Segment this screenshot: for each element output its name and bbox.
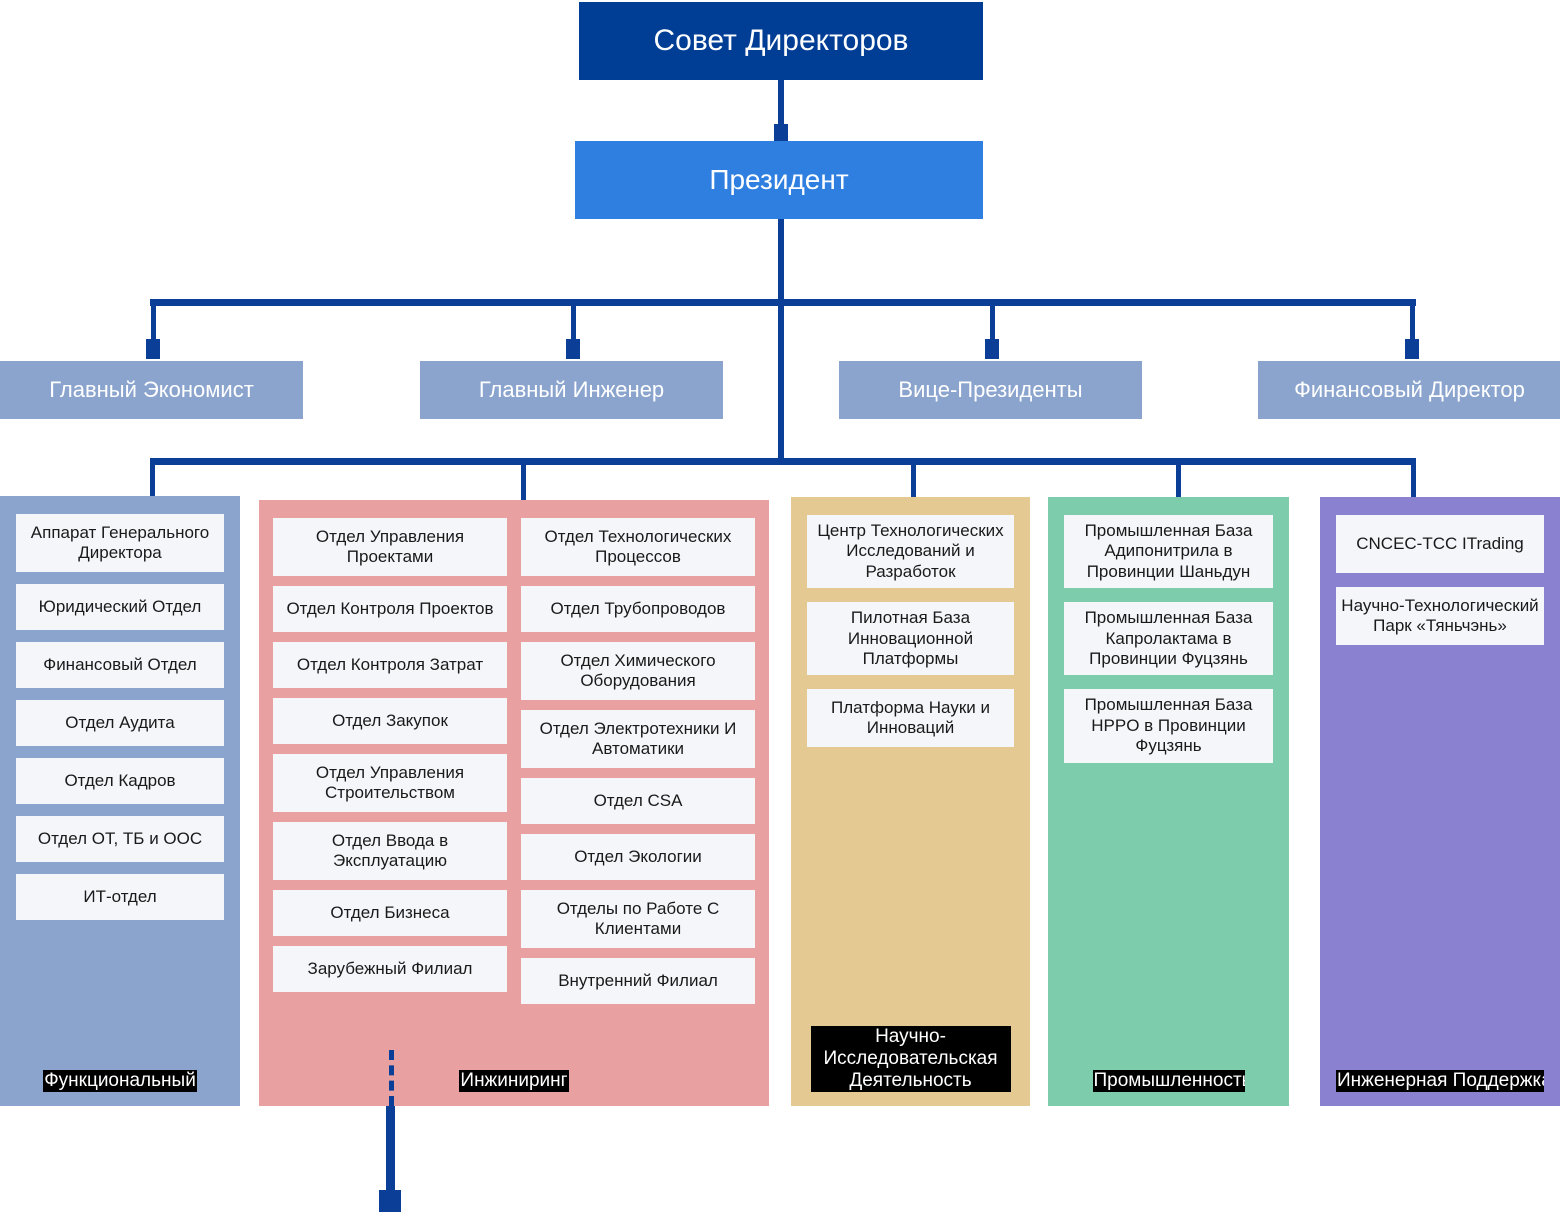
leaf-item[interactable]: Отдел Управления Проектами <box>273 518 507 576</box>
group-research-footer: Научно-Исследовательская Деятельность <box>791 1026 1030 1106</box>
group-label-functional: Функциональный <box>43 1070 197 1092</box>
leaf-item[interactable]: Промышленная База Адипонитрила в Провинц… <box>1064 515 1273 589</box>
leaf-item[interactable]: Отдел Бизнеса <box>273 890 507 936</box>
connector-bus-level2 <box>150 299 1416 306</box>
connector-drop-chief-economist <box>151 304 156 354</box>
group-research: Центр Технологических Исследований и Раз… <box>791 497 1030 1106</box>
connector-nub-vice-presidents <box>985 339 999 359</box>
connector-arrow-engineering-branch <box>379 1190 401 1212</box>
leaf-item[interactable]: Аппарат Генерального Директора <box>16 514 224 572</box>
leaf-item[interactable]: Промышленная База HPPO в Провинции Фуцзя… <box>1064 689 1273 763</box>
node-financial-director[interactable]: Финансовый Директор <box>1258 361 1560 419</box>
group-functional: Аппарат Генерального Директора Юридическ… <box>0 496 240 1106</box>
connector-drop-vice-presidents <box>990 304 995 354</box>
leaf-item[interactable]: Отдел ОТ, ТБ и ООС <box>16 816 224 862</box>
connector-nub-president <box>774 124 788 142</box>
connector-board-to-president <box>778 80 784 132</box>
leaf-item[interactable]: Пилотная База Инновационной Платформы <box>807 602 1014 676</box>
leaf-item[interactable]: Финансовый Отдел <box>16 642 224 688</box>
node-president[interactable]: Президент <box>575 141 983 219</box>
connector-drop-group-research <box>911 463 916 499</box>
group-support: CNCEC-TCC ITrading Научно-Технологически… <box>1320 497 1560 1106</box>
group-industry: Промышленная База Адипонитрила в Провинц… <box>1048 497 1289 1106</box>
leaf-item[interactable]: Отдел Электротехники И Автоматики <box>521 710 755 768</box>
leaf-item[interactable]: Отдел CSA <box>521 778 755 824</box>
leaf-item[interactable]: Отдел Технологических Процессов <box>521 518 755 576</box>
leaf-item[interactable]: Отдел Контроля Проектов <box>273 586 507 632</box>
group-engineering-column-1: Отдел Управления Проектами Отдел Контрол… <box>273 518 507 1004</box>
group-industry-footer: Промышленность <box>1048 1044 1289 1106</box>
leaf-item[interactable]: Научно-Технологический Парк «Тяньчэнь» <box>1336 587 1544 645</box>
leaf-item[interactable]: Промышленная База Капролактама в Провинц… <box>1064 602 1273 676</box>
group-label-engineering: Инжиниринг <box>459 1070 569 1092</box>
leaf-item[interactable]: Отдел Трубопроводов <box>521 586 755 632</box>
group-functional-column-1: Аппарат Генерального Директора Юридическ… <box>16 514 224 920</box>
connector-drop-group-engineering <box>521 463 526 503</box>
connector-drop-chief-engineer <box>571 304 576 354</box>
group-functional-footer: Функциональный <box>0 1044 240 1106</box>
connector-drop-cfo <box>1410 304 1415 354</box>
node-vice-presidents[interactable]: Вице-Президенты <box>839 361 1142 419</box>
group-engineering-footer: Инжиниринг <box>259 1044 769 1106</box>
leaf-item[interactable]: Отдел Кадров <box>16 758 224 804</box>
leaf-item[interactable]: ИТ-отдел <box>16 874 224 920</box>
leaf-item[interactable]: Платформа Науки и Инноваций <box>807 689 1014 748</box>
connector-drop-group-functional <box>150 463 155 499</box>
connector-nub-chief-economist <box>146 339 160 359</box>
leaf-item[interactable]: Зарубежный Филиал <box>273 946 507 992</box>
connector-bus-level3 <box>150 458 1416 465</box>
node-chief-engineer[interactable]: Главный Инженер <box>420 361 723 419</box>
leaf-item[interactable]: Отдел Аудита <box>16 700 224 746</box>
group-engineering: Отдел Управления Проектами Отдел Контрол… <box>259 500 769 1106</box>
connector-nub-chief-engineer <box>566 339 580 359</box>
group-industry-column-1: Промышленная База Адипонитрила в Провинц… <box>1064 515 1273 763</box>
connector-engineering-branch-tail <box>386 1106 395 1201</box>
leaf-item[interactable]: Отдел Закупок <box>273 698 507 744</box>
node-board-of-directors[interactable]: Совет Директоров <box>579 2 983 80</box>
connector-nub-cfo <box>1405 339 1419 359</box>
leaf-item[interactable]: Отдел Химического Оборудования <box>521 642 755 700</box>
leaf-item[interactable]: Отделы по Работе С Клиентами <box>521 890 755 948</box>
leaf-item[interactable]: Отдел Экологии <box>521 834 755 880</box>
group-support-column-1: CNCEC-TCC ITrading Научно-Технологически… <box>1336 515 1544 645</box>
connector-dashed-engineering-branch <box>389 1050 394 1106</box>
leaf-item[interactable]: CNCEC-TCC ITrading <box>1336 515 1544 573</box>
group-label-research: Научно-Исследовательская Деятельность <box>810 1026 1011 1092</box>
connector-president-trunk <box>778 219 784 459</box>
leaf-item[interactable]: Центр Технологических Исследований и Раз… <box>807 515 1014 589</box>
leaf-item[interactable]: Юридический Отдел <box>16 584 224 630</box>
group-label-industry: Промышленность <box>1092 1070 1245 1092</box>
leaf-item[interactable]: Отдел Управления Строительством <box>273 754 507 812</box>
group-research-column-1: Центр Технологических Исследований и Раз… <box>807 515 1014 748</box>
leaf-item[interactable]: Внутренний Филиал <box>521 958 755 1004</box>
node-chief-economist[interactable]: Главный Экономист <box>0 361 303 419</box>
group-engineering-column-2: Отдел Технологических Процессов Отдел Тр… <box>521 518 755 1004</box>
leaf-item[interactable]: Отдел Контроля Затрат <box>273 642 507 688</box>
group-support-footer: Инженерная Поддержка <box>1320 1044 1560 1106</box>
leaf-item[interactable]: Отдел Ввода в Эксплуатацию <box>273 822 507 880</box>
connector-drop-group-industry <box>1176 463 1181 499</box>
connector-drop-group-support <box>1411 463 1416 499</box>
group-label-support: Инженерная Поддержка <box>1336 1070 1544 1092</box>
